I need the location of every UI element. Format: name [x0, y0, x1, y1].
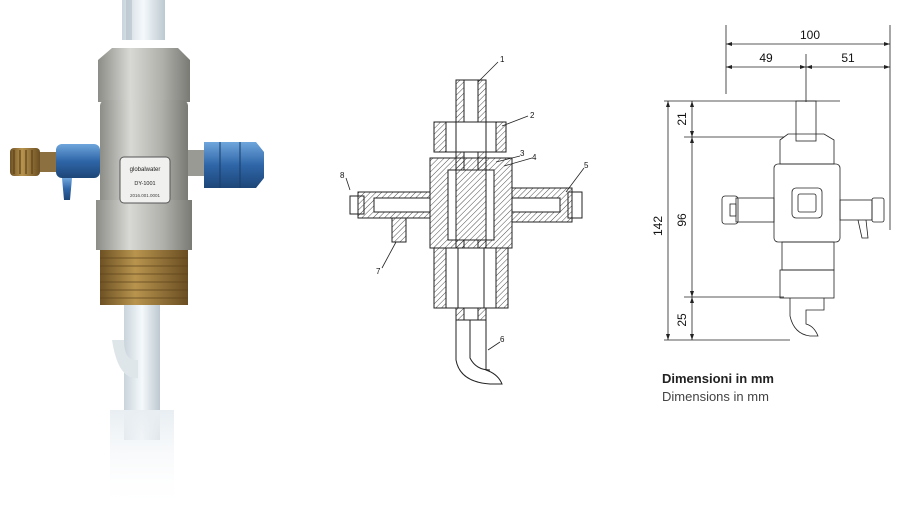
badge-code: 2016.001.0001 [130, 193, 161, 198]
dim-overall-height: 142 [651, 216, 665, 236]
part-label-1: 1 [500, 55, 505, 64]
product-photo: globalwater DY-1001 2016.001.0001 [0, 0, 290, 511]
badge-brand: globalwater [130, 167, 161, 173]
dim-top-height: 21 [675, 112, 689, 126]
dimension-drawing: 100 49 51 142 21 96 25 [640, 20, 904, 350]
section-drawing: 1 2 3 4 5 6 7 8 [330, 40, 620, 400]
dim-overall-width: 100 [800, 28, 820, 42]
part-label-2: 2 [530, 111, 535, 120]
dim-mid-height: 96 [675, 213, 689, 227]
part-label-3: 3 [520, 149, 525, 158]
part-label-8: 8 [340, 171, 345, 180]
part-label-5: 5 [584, 161, 589, 170]
dim-right-width: 51 [841, 51, 855, 65]
caption-italian: Dimensioni in mm [662, 371, 774, 386]
dim-bottom-height: 25 [675, 313, 689, 327]
part-label-6: 6 [500, 335, 505, 344]
part-label-7: 7 [376, 267, 381, 276]
badge-model: DY-1001 [134, 181, 155, 187]
dim-left-width: 49 [759, 51, 773, 65]
part-label-4: 4 [532, 153, 537, 162]
caption-english: Dimensions in mm [662, 389, 769, 404]
blue-fitting-icon [204, 142, 264, 188]
